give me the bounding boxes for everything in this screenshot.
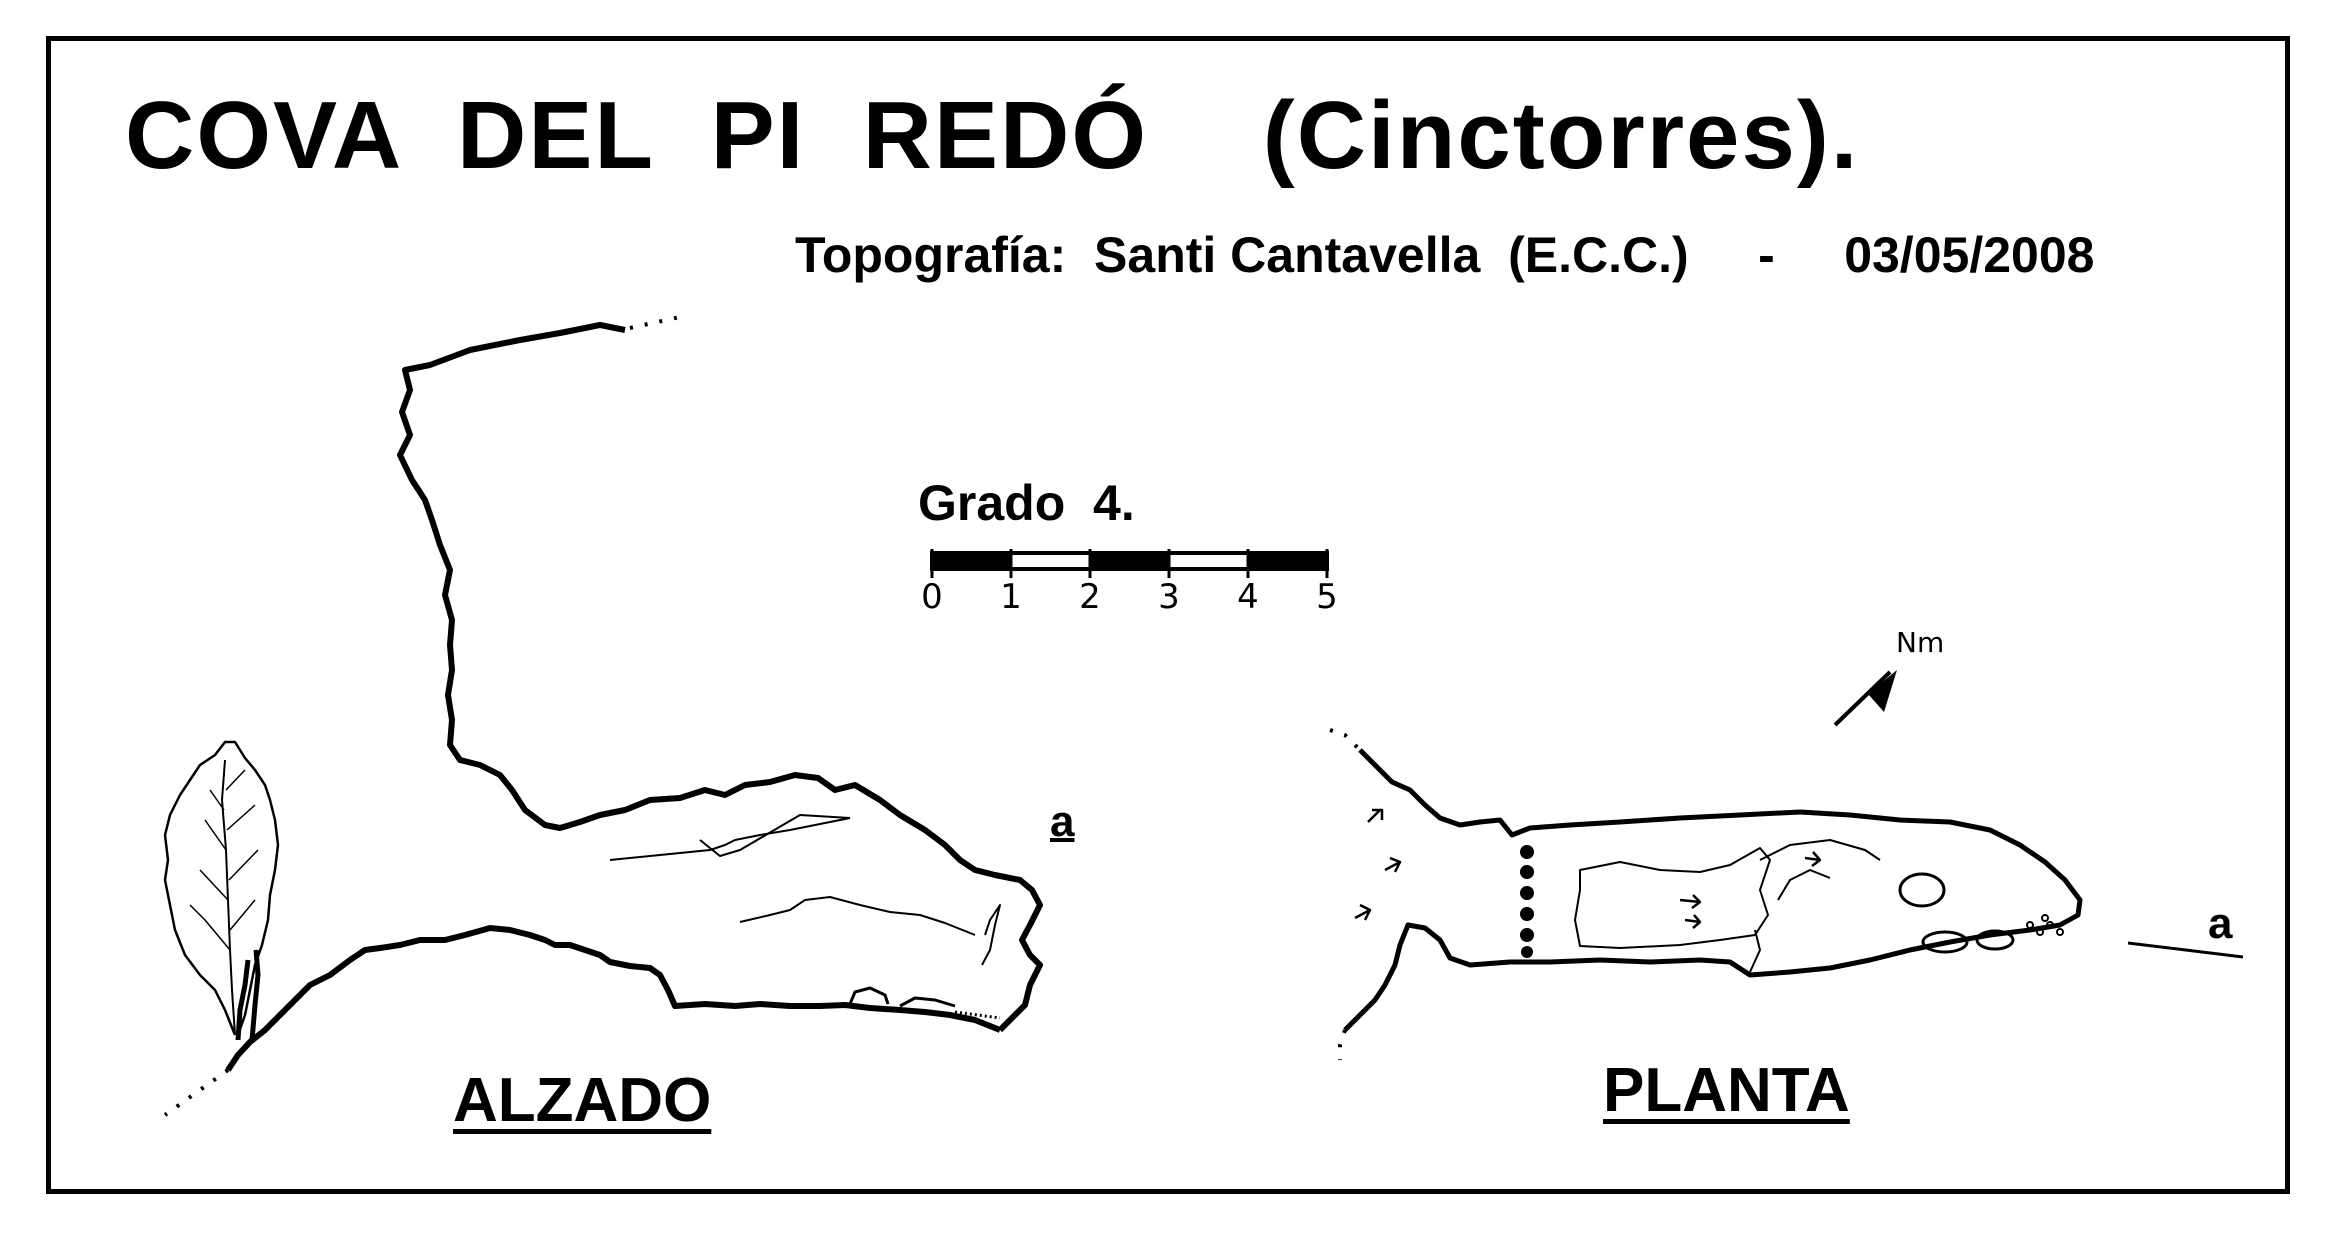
scale-tick: 1 — [1000, 577, 1022, 617]
scale-tick: 2 — [1079, 577, 1101, 617]
section-marker-plan: a — [2208, 899, 2233, 948]
north-arrow-icon: Nm — [1833, 626, 1944, 727]
plan-section — [1329, 728, 2244, 1060]
scale-tick: 5 — [1316, 577, 1338, 617]
map-title: COVA DEL PI REDÓ (Cinctorres). — [125, 82, 1860, 189]
scale-tick: 4 — [1237, 577, 1259, 617]
scale-bar: 0 1 2 3 4 5 — [921, 549, 1338, 617]
map-frame — [46, 36, 2290, 1194]
scale-tick: 3 — [1158, 577, 1180, 617]
section-marker-elevation: a — [1050, 797, 1075, 846]
elevation-section — [163, 315, 1043, 1117]
scale-grade-label: Grado 4. — [918, 475, 1135, 531]
elevation-view-label: ALZADO — [453, 1066, 712, 1135]
scale-tick: 0 — [921, 577, 943, 617]
north-label: Nm — [1896, 626, 1944, 659]
survey-credits: Topografía: Santi Cantavella (E.C.C.) - … — [795, 227, 2095, 283]
plan-view-label: PLANTA — [1603, 1056, 1850, 1125]
